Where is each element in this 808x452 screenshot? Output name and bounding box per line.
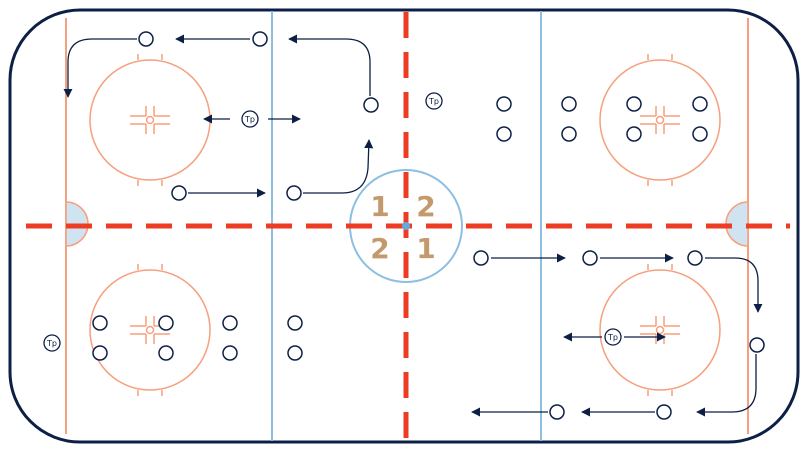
tp-label: Tp: [428, 97, 439, 106]
player-icon: [473, 250, 489, 266]
player-icon: [549, 404, 565, 420]
faceoff-circle-top-right: [599, 54, 721, 186]
player-icon: [749, 337, 765, 353]
player-icon: [92, 315, 108, 331]
arrow: [705, 257, 763, 313]
player-icon: [222, 345, 238, 361]
player-icon: [561, 96, 577, 112]
player-icon: [287, 315, 303, 331]
player-icon: [561, 126, 577, 142]
tp-label: Tp: [607, 333, 618, 342]
player-icon: [222, 315, 238, 331]
player-icon: [171, 185, 187, 201]
zone-number-top-right: 2: [416, 190, 435, 223]
zone-number-top-left: 1: [370, 190, 389, 223]
tp-label: Tp: [244, 115, 255, 124]
zone-number-bottom-left: 2: [370, 232, 389, 265]
tp-circle-icon: [241, 110, 259, 128]
player-icon: [496, 126, 512, 142]
tp-circle-icon: [43, 334, 61, 352]
player-icon: [287, 345, 303, 361]
player-icon: [252, 31, 268, 47]
player-icon: [626, 96, 642, 112]
player-icon: [656, 404, 672, 420]
arrow: [303, 139, 374, 194]
tp-marker-right-faceoff: Tp: [604, 328, 622, 346]
tp-marker-left-faceoff: Tp: [241, 110, 259, 128]
player-icon: [138, 31, 154, 47]
tp-circle-icon: [425, 92, 443, 110]
player-icon: [582, 250, 598, 266]
player-icon: [286, 185, 302, 201]
arrow: [63, 38, 137, 98]
player-icon: [692, 96, 708, 112]
faceoff-circle-bottom-left: [89, 264, 211, 396]
player-icon: [496, 96, 512, 112]
player-icon: [92, 345, 108, 361]
drill-arrows: [63, 34, 763, 417]
arrow: [696, 354, 757, 417]
center-dot: [402, 222, 410, 230]
player-icon: [158, 345, 174, 361]
faceoff-circle-bottom-right: [599, 264, 721, 396]
tp-label: Tp: [46, 339, 57, 348]
player-icon: [626, 126, 642, 142]
zone-number-bottom-right: 1: [416, 232, 435, 265]
player-icon: [687, 250, 703, 266]
players: [92, 31, 765, 420]
player-icon: [158, 315, 174, 331]
tp-marker-left-corner: Tp: [43, 334, 61, 352]
player-icon: [692, 126, 708, 142]
tp-marker-center-top: Tp: [425, 92, 443, 110]
player-icon: [363, 97, 379, 113]
arrow: [288, 34, 371, 96]
tp-circle-icon: [604, 328, 622, 346]
